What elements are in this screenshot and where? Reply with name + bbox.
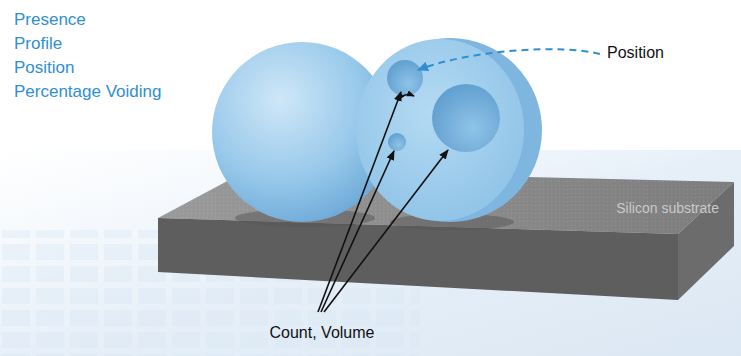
attribute-label: Percentage Voiding (14, 82, 161, 102)
substrate-label: Silicon substrate (616, 200, 719, 216)
attribute-label: Position (14, 58, 74, 78)
callout-label: Position (607, 43, 664, 62)
attribute-label: Profile (14, 34, 62, 54)
callout-label: Count, Volume (270, 323, 375, 342)
attribute-label: Presence (14, 10, 86, 30)
